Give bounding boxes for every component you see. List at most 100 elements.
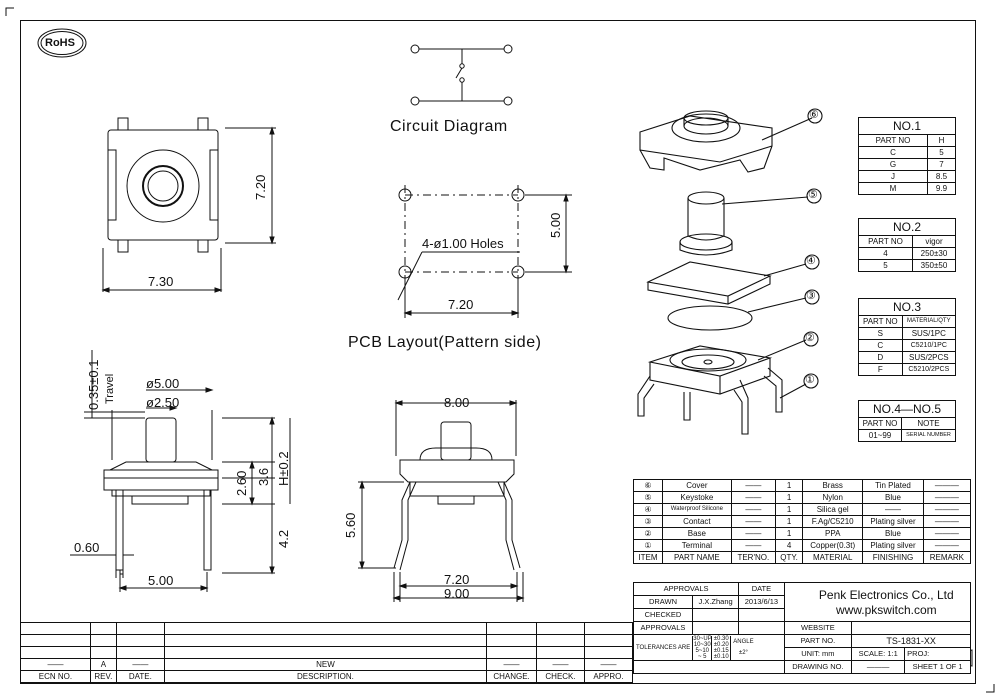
cell: ±2° bbox=[738, 649, 748, 656]
cell: M bbox=[858, 182, 928, 195]
cell: Cover bbox=[662, 479, 732, 492]
cell: ——— bbox=[922, 527, 972, 540]
cell: —— bbox=[536, 658, 585, 671]
cell: APPRO. bbox=[583, 670, 634, 683]
cell: Terminal bbox=[662, 539, 732, 552]
rohs-logo bbox=[37, 28, 87, 58]
cell: SUS/1PC bbox=[901, 327, 957, 340]
side-dim-h3: H±0.2 bbox=[276, 451, 291, 486]
cell: PROJ: bbox=[904, 647, 971, 661]
cell: A bbox=[89, 658, 117, 671]
cell: DRAWING NO. bbox=[783, 660, 853, 674]
no3-title: NO.3 bbox=[858, 298, 956, 316]
cell: 1 bbox=[774, 503, 804, 516]
no1-header: PART NO bbox=[858, 134, 928, 147]
no2-title: NO.2 bbox=[858, 218, 956, 236]
cell: DATE bbox=[738, 582, 785, 596]
cell: 5 bbox=[926, 146, 957, 159]
cell: NEW bbox=[163, 658, 488, 671]
part-number: TS-1831-XX bbox=[851, 634, 971, 648]
cell: ±0.15 bbox=[711, 647, 730, 654]
cell: 4 bbox=[858, 247, 913, 260]
cell: —— bbox=[486, 658, 538, 671]
pcb-layout bbox=[397, 185, 572, 318]
corner-mark bbox=[986, 684, 995, 693]
cell: CHECK. bbox=[536, 670, 585, 683]
cell: 5~10 bbox=[695, 647, 709, 654]
callout-label: ⑤ bbox=[808, 189, 818, 201]
cell: G bbox=[858, 158, 928, 171]
cell: Keystoke bbox=[662, 491, 732, 504]
cell: SERIAL NUMBER bbox=[901, 429, 956, 442]
top-dim-height: 7.20 bbox=[253, 174, 268, 200]
company-website: www.pkswitch.com bbox=[835, 603, 937, 617]
callout-label: ① bbox=[805, 374, 815, 386]
cell: Silica gel bbox=[802, 503, 864, 516]
cell: —— bbox=[730, 503, 776, 516]
tolerance-label: TOLERANCES ARE bbox=[636, 644, 691, 651]
callout-label: ④ bbox=[806, 255, 816, 267]
cell: —— bbox=[20, 658, 91, 671]
rohs-text: RoHS bbox=[45, 37, 75, 49]
cell: ~ 5 bbox=[697, 653, 707, 660]
cell: 1 bbox=[774, 479, 804, 492]
front-dim-top: 8.00 bbox=[444, 395, 470, 410]
cell: ——— bbox=[851, 660, 906, 674]
no45-title: NO.4—NO.5 bbox=[858, 400, 956, 418]
side-view bbox=[70, 350, 291, 592]
cell: 30~UP bbox=[693, 635, 712, 642]
pcb-dim-width: 7.20 bbox=[448, 297, 474, 312]
cell: 7 bbox=[926, 158, 957, 171]
cell: SCALE: 1:1 bbox=[851, 647, 906, 661]
circuit-symbol bbox=[410, 44, 513, 106]
callout-label: ⑥ bbox=[809, 109, 819, 121]
cell: Tin Plated bbox=[862, 479, 924, 492]
side-dim-w2: 5.00 bbox=[148, 573, 174, 588]
cell: 10~30 bbox=[693, 641, 711, 648]
cell: UNIT: mm bbox=[783, 647, 853, 661]
corner-mark bbox=[5, 7, 14, 16]
no3-header: PART NO bbox=[858, 315, 903, 328]
cell: 1 bbox=[774, 515, 804, 528]
cell: C bbox=[858, 339, 903, 352]
side-travel-word: Travel bbox=[104, 373, 116, 404]
cell: ±0.30 bbox=[711, 635, 730, 642]
cell: 250±30 bbox=[911, 247, 957, 260]
cell: ITEM bbox=[633, 551, 663, 564]
cell: PPA bbox=[802, 527, 864, 540]
cell: 9.9 bbox=[926, 182, 957, 195]
cell: Base bbox=[662, 527, 732, 540]
front-dim-w1: 7.20 bbox=[444, 572, 470, 587]
cell: ① bbox=[633, 539, 663, 552]
side-dim-h1: 2.60 bbox=[234, 470, 249, 496]
cell: 01~99 bbox=[857, 429, 903, 442]
no1-header: H bbox=[926, 134, 957, 147]
cell: ⑤ bbox=[633, 491, 663, 504]
cell: —— bbox=[730, 515, 776, 528]
no45-header: NOTE bbox=[901, 417, 956, 430]
no2-header: PART NO bbox=[858, 235, 913, 248]
cell: APPROVALS bbox=[633, 621, 693, 635]
cell: —— bbox=[730, 539, 776, 552]
cell: FINISHING bbox=[862, 551, 924, 564]
cell: SHEET 1 OF 1 bbox=[904, 660, 971, 674]
cell: Plating silver bbox=[862, 539, 924, 552]
cell: PART NO. bbox=[783, 634, 853, 648]
cell: —— bbox=[583, 658, 634, 671]
cell: Nylon bbox=[802, 491, 864, 504]
cell: ⑥ bbox=[633, 479, 663, 492]
side-dim-travel: 0.35±0.1 bbox=[86, 359, 101, 410]
cell: 4 bbox=[774, 539, 804, 552]
side-dim-h2: 3.6 bbox=[256, 467, 271, 486]
